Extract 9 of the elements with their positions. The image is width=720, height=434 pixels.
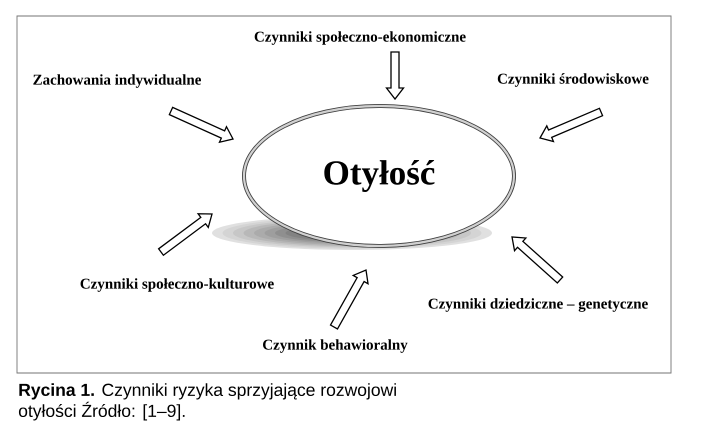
- factor-label: Zachowania indywidualne: [33, 74, 201, 88]
- factor-label: Czynniki społeczno-kulturowe: [80, 278, 274, 292]
- factor-label: Czynnik behawioralny: [263, 339, 408, 353]
- block-arrow: [330, 269, 369, 330]
- factor-label: Czynniki społeczno-ekonomiczne: [254, 31, 466, 45]
- factor-label: Czynniki dziedziczne – genetyczne: [428, 298, 648, 312]
- figure-caption: Rycina 1. Czynniki ryzyka sprzyjające rozwojowi otyłości Źródło: [1–9].: [18, 383, 396, 421]
- block-arrow: [385, 51, 405, 100]
- factor-label: Czynniki środowiskowe: [498, 73, 649, 87]
